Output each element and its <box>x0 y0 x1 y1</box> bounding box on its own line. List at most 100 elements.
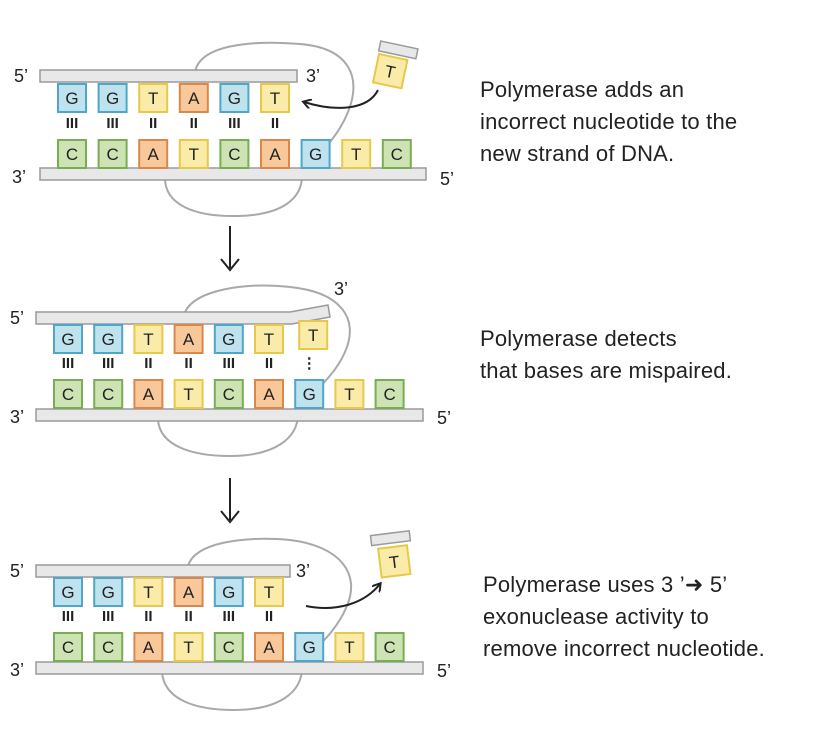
template-base-box <box>53 632 83 662</box>
template-base-letter: C <box>102 385 114 404</box>
template-base-letter: T <box>183 385 193 404</box>
new-strand-base: G <box>93 577 124 607</box>
new-strand-base-letter: T <box>264 330 274 349</box>
strand-end-label: 5’ <box>440 169 454 189</box>
new-strand-base: A <box>178 83 209 113</box>
new-strand-base-box <box>133 577 164 607</box>
new-strand-base: G <box>53 577 83 607</box>
new-strand-base-letter: T <box>143 330 153 349</box>
hydrogen-bond: II <box>184 608 192 625</box>
template-base-letter: A <box>143 638 155 657</box>
hydrogen-bond: III <box>66 115 79 132</box>
new-strand-base: A <box>173 577 204 607</box>
hydrogen-bond: III <box>228 115 241 132</box>
new-strand-base-box <box>97 83 128 113</box>
caption-step-1: Polymerase adds an incorrect nucleotide … <box>480 74 737 170</box>
template-base-letter: C <box>106 145 118 164</box>
new-strand-base: G <box>213 324 244 354</box>
template-base-box <box>300 139 331 169</box>
template-base-letter: C <box>62 385 74 404</box>
template-base: T <box>178 139 209 169</box>
new-strand-base-letter: G <box>222 583 235 602</box>
new-strand-base-letter: G <box>102 583 115 602</box>
new-strand-backbone <box>35 304 331 325</box>
template-base-box <box>334 632 365 662</box>
caption-line: new strand of DNA. <box>480 141 675 166</box>
hydrogen-bond: III <box>102 355 115 372</box>
template-base: A <box>133 632 164 662</box>
template-base-letter: A <box>148 145 160 164</box>
new-strand-base-box <box>173 577 204 607</box>
template-base: G <box>294 632 325 662</box>
new-strand-base-letter: G <box>228 89 241 108</box>
new-strand-base: G <box>53 324 83 354</box>
template-base-letter: C <box>228 145 240 164</box>
hydrogen-bond: II <box>149 115 157 132</box>
template-base-letter: T <box>351 145 361 164</box>
template-base-letter: A <box>143 385 155 404</box>
template-base-box <box>254 379 284 409</box>
strand-end-label: 5’ <box>10 308 24 328</box>
strand-end-label: 3’ <box>12 167 26 187</box>
new-strand-base-box <box>213 577 244 607</box>
caption-step-3: Polymerase uses 3 ’➜ 5’ exonuclease acti… <box>483 569 765 665</box>
removed-nucleotide-base <box>377 544 412 579</box>
new-strand-base-box <box>298 320 329 350</box>
template-base: A <box>133 379 164 409</box>
template-base-box <box>93 632 124 662</box>
template-base-box <box>93 379 124 409</box>
template-base-letter: T <box>344 638 354 657</box>
new-strand-base-letter: A <box>188 89 200 108</box>
new-strand-base: T <box>133 324 164 354</box>
new-strand-base-letter: T <box>143 583 153 602</box>
new-strand-base-box <box>93 577 124 607</box>
template-strand-backbone <box>35 661 424 675</box>
caption-line: Polymerase uses 3 ’➜ 5’ <box>483 572 728 597</box>
new-strand-base: T <box>298 320 329 350</box>
curved-arrow-icon <box>305 584 380 609</box>
hydrogen-bond: II <box>265 608 273 625</box>
template-base-letter: A <box>263 385 275 404</box>
template-base-letter: T <box>344 385 354 404</box>
template-base-box <box>53 379 83 409</box>
template-base-letter: C <box>223 638 235 657</box>
strand-end-label: 3’ <box>306 66 320 86</box>
new-strand-base: T <box>138 83 169 113</box>
template-strand-backbone <box>39 167 427 181</box>
new-strand-backbone <box>39 69 298 83</box>
new-strand-base-letter: T <box>148 89 158 108</box>
template-strand-backbone <box>35 408 424 422</box>
new-strand-base-letter: T <box>264 583 274 602</box>
incoming-nucleotide-base <box>371 52 409 90</box>
removed-nucleotide-letter: T <box>388 552 401 572</box>
hydrogen-bond: III <box>62 355 75 372</box>
template-base: C <box>53 632 83 662</box>
template-base: T <box>334 632 365 662</box>
template-base: C <box>97 139 128 169</box>
template-base: A <box>260 139 290 169</box>
new-strand-base-box <box>254 577 284 607</box>
caption-line: that bases are mispaired. <box>480 358 733 383</box>
new-strand-base: T <box>133 577 164 607</box>
template-base-letter: G <box>303 385 316 404</box>
template-base-box <box>138 139 169 169</box>
new-strand-base-letter: A <box>183 583 195 602</box>
new-strand-base-box <box>178 83 209 113</box>
template-base-letter: C <box>66 145 78 164</box>
template-base-letter: C <box>383 638 395 657</box>
template-base-box <box>213 632 244 662</box>
template-base-box <box>374 632 405 662</box>
template-base-box <box>173 379 204 409</box>
template-base-letter: C <box>391 145 403 164</box>
hydrogen-bond: II <box>144 608 152 625</box>
strand-end-label: 5’ <box>437 661 451 681</box>
template-base-letter: T <box>183 638 193 657</box>
new-strand-base: T <box>254 577 284 607</box>
template-base-box <box>173 632 204 662</box>
template-base-box <box>374 379 405 409</box>
